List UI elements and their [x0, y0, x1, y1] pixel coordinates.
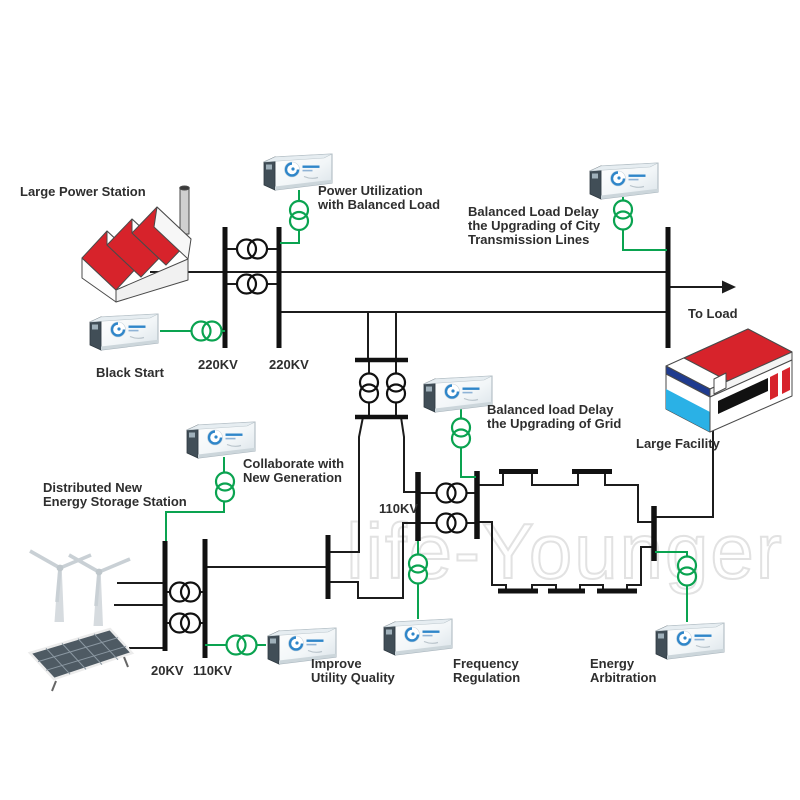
facility-feeder-line [656, 424, 714, 518]
ring-bottom-4 [626, 546, 654, 591]
storage-container-icon-collaborate [185, 420, 257, 460]
transformer-icon-green [214, 471, 236, 503]
label-20kv: 20KV [151, 663, 184, 678]
arbitration-link [655, 551, 688, 622]
storage-container-icon-balanced-grid [422, 374, 494, 414]
label-power-utilization-2: with Balanced Load [317, 197, 440, 212]
label-collaborate-1: Collaborate with [243, 456, 344, 471]
transformer-icon-green [288, 199, 310, 232]
to-load-arrow [722, 280, 736, 294]
label-frequency-2: Regulation [453, 670, 520, 685]
label-balanced-city-3: Transmission Lines [468, 232, 589, 247]
label-balanced-city-2: the Upgrading of City [468, 218, 601, 233]
label-to-load: To Load [688, 306, 738, 321]
label-large-facility: Large Facility [636, 436, 721, 451]
label-balanced-city-1: Balanced Load Delay [468, 204, 600, 219]
label-balanced-grid-1: Balanced load Delay [487, 402, 614, 417]
transformer-icon [358, 372, 380, 404]
solar-panel-icon [27, 627, 135, 692]
storage-container-icon-black-start [88, 312, 160, 352]
transformer-icon-green [225, 634, 258, 656]
power-station-icon [81, 185, 192, 303]
transformer-icon [435, 482, 468, 504]
label-110kv-bottom: 110KV [193, 663, 232, 678]
label-220kv-right: 220KV [269, 357, 309, 372]
label-distributed-2: Energy Storage Station [43, 494, 187, 509]
ring-bottom-1 [477, 521, 507, 591]
storage-container-icon-balanced-city [588, 161, 660, 201]
label-220kv-left: 220KV [198, 357, 238, 372]
label-distributed-1: Distributed New [43, 480, 143, 495]
transformer-icon [168, 581, 202, 603]
transformer-icon-green [450, 417, 472, 449]
ring-top-2 [531, 473, 579, 486]
ring-top-1 [477, 473, 504, 486]
label-large-power-station: Large Power Station [20, 184, 146, 199]
label-arbitration-1: Energy [590, 656, 635, 671]
transformer-icon [235, 238, 269, 260]
transformer-icon-green [190, 320, 223, 342]
transformer-icon-green [407, 553, 429, 585]
wind-turbine-icon [67, 553, 132, 628]
transformer-icon [235, 273, 269, 295]
transformer-icon-green [676, 555, 698, 587]
label-frequency-1: Frequency [453, 656, 520, 671]
label-collaborate-2: New Generation [243, 470, 342, 485]
ring-top-3 [604, 473, 654, 523]
branch-to-central-bus [330, 416, 364, 553]
large-facility-icon [665, 328, 793, 433]
label-improve-1: Improve [311, 656, 362, 671]
label-arbitration-2: Arbitration [590, 670, 657, 685]
label-power-utilization-1: Power Utilization [318, 183, 423, 198]
label-improve-2: Utility Quality [311, 670, 396, 685]
branch-to-110kv-bus [400, 416, 418, 493]
label-black-start: Black Start [96, 365, 165, 380]
storage-container-icon-arbitration [654, 621, 726, 661]
transformer-icon-green [612, 199, 634, 231]
label-110kv-mid: 110KV [379, 501, 418, 516]
storage-container-icon-frequency [382, 617, 454, 657]
label-balanced-grid-2: the Upgrading of Grid [487, 416, 621, 431]
jog-connector [328, 522, 418, 599]
ring-bottom-2 [531, 584, 557, 591]
transformer-icon [385, 372, 407, 404]
bus-bars [162, 227, 671, 658]
transformer-icon [435, 512, 468, 534]
ring-bottom-3 [579, 584, 604, 591]
transformer-icon [168, 612, 202, 634]
grid-lines [114, 248, 722, 649]
